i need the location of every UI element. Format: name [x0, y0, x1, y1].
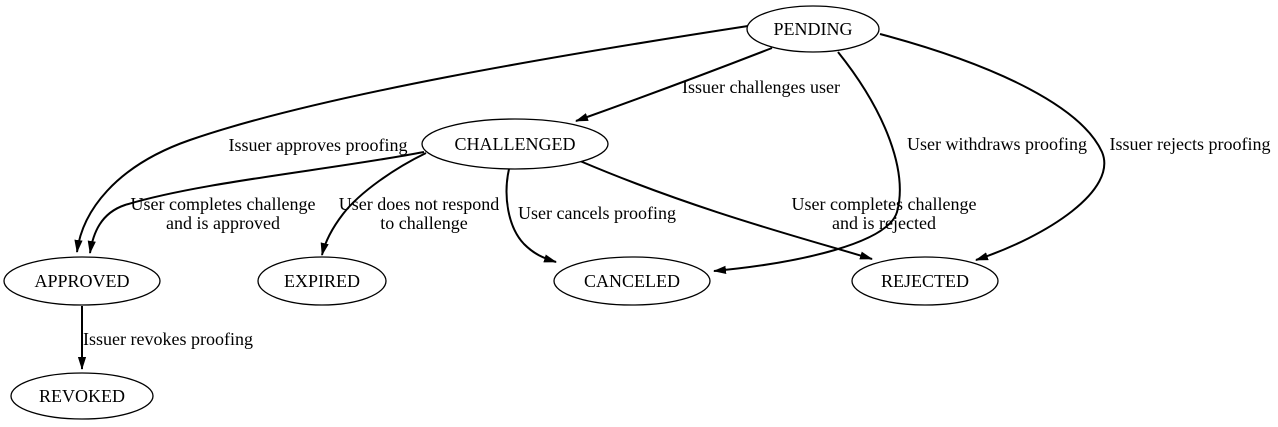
- edge-label-issuer-rejects-proofing: Issuer rejects proofing: [1110, 134, 1271, 154]
- node-revoked-ellipse: [10, 372, 154, 420]
- edge-challenged-expired: [320, 152, 427, 256]
- node-challenged: CHALLENGED: [421, 118, 609, 170]
- edge-challenged-approved: [87, 151, 425, 254]
- node-approved-ellipse: [3, 256, 161, 306]
- edge-label-user-completes-challenge-rejected-line2: and is rejected: [832, 213, 936, 233]
- edge-label-user-does-not-respond-line2: to challenge: [380, 213, 467, 233]
- node-pending: PENDING: [746, 5, 880, 53]
- node-expired-ellipse: [257, 256, 387, 306]
- node-pending-ellipse: [746, 5, 880, 53]
- node-rejected: REJECTED: [851, 256, 999, 306]
- node-canceled: CANCELED: [553, 256, 711, 306]
- edge-label-issuer-revokes-proofing: Issuer revokes proofing: [83, 329, 253, 349]
- edge-label-user-withdraws-proofing: User withdraws proofing: [907, 134, 1087, 154]
- node-rejected-label: REJECTED: [881, 271, 969, 291]
- edge-label-issuer-challenges-user: Issuer challenges user: [682, 77, 840, 97]
- edge-label-user-cancels-proofing: User cancels proofing: [518, 203, 676, 223]
- node-revoked: REVOKED: [10, 372, 154, 420]
- node-expired: EXPIRED: [257, 256, 387, 306]
- node-challenged-ellipse: [421, 118, 609, 170]
- node-canceled-ellipse: [553, 256, 711, 306]
- node-pending-label: PENDING: [774, 19, 853, 39]
- edge-challenged-canceled: [505, 168, 557, 263]
- edge-pending-challenged: [575, 47, 773, 122]
- edge-label-user-completes-challenge-approved-line2: and is approved: [166, 213, 280, 233]
- edge-label-issuer-approves-proofing: Issuer approves proofing: [229, 135, 408, 155]
- edge-label-user-completes-challenge-approved-line1: User completes challenge: [131, 194, 316, 214]
- edge-pending-approved: [74, 25, 749, 253]
- edge-label-user-completes-challenge-rejected-line1: User completes challenge: [792, 194, 977, 214]
- node-rejected-ellipse: [851, 256, 999, 306]
- edge-pending-rejected: [879, 33, 1106, 261]
- edge-challenged-rejected: [579, 160, 873, 260]
- node-approved-label: APPROVED: [34, 271, 129, 291]
- node-canceled-label: CANCELED: [584, 271, 680, 291]
- node-challenged-label: CHALLENGED: [455, 134, 576, 154]
- edge-pending-canceled: [713, 51, 901, 274]
- node-revoked-label: REVOKED: [39, 386, 125, 406]
- node-approved: APPROVED: [3, 256, 161, 306]
- node-expired-label: EXPIRED: [284, 271, 360, 291]
- edge-label-user-does-not-respond-line1: User does not respond: [339, 194, 499, 214]
